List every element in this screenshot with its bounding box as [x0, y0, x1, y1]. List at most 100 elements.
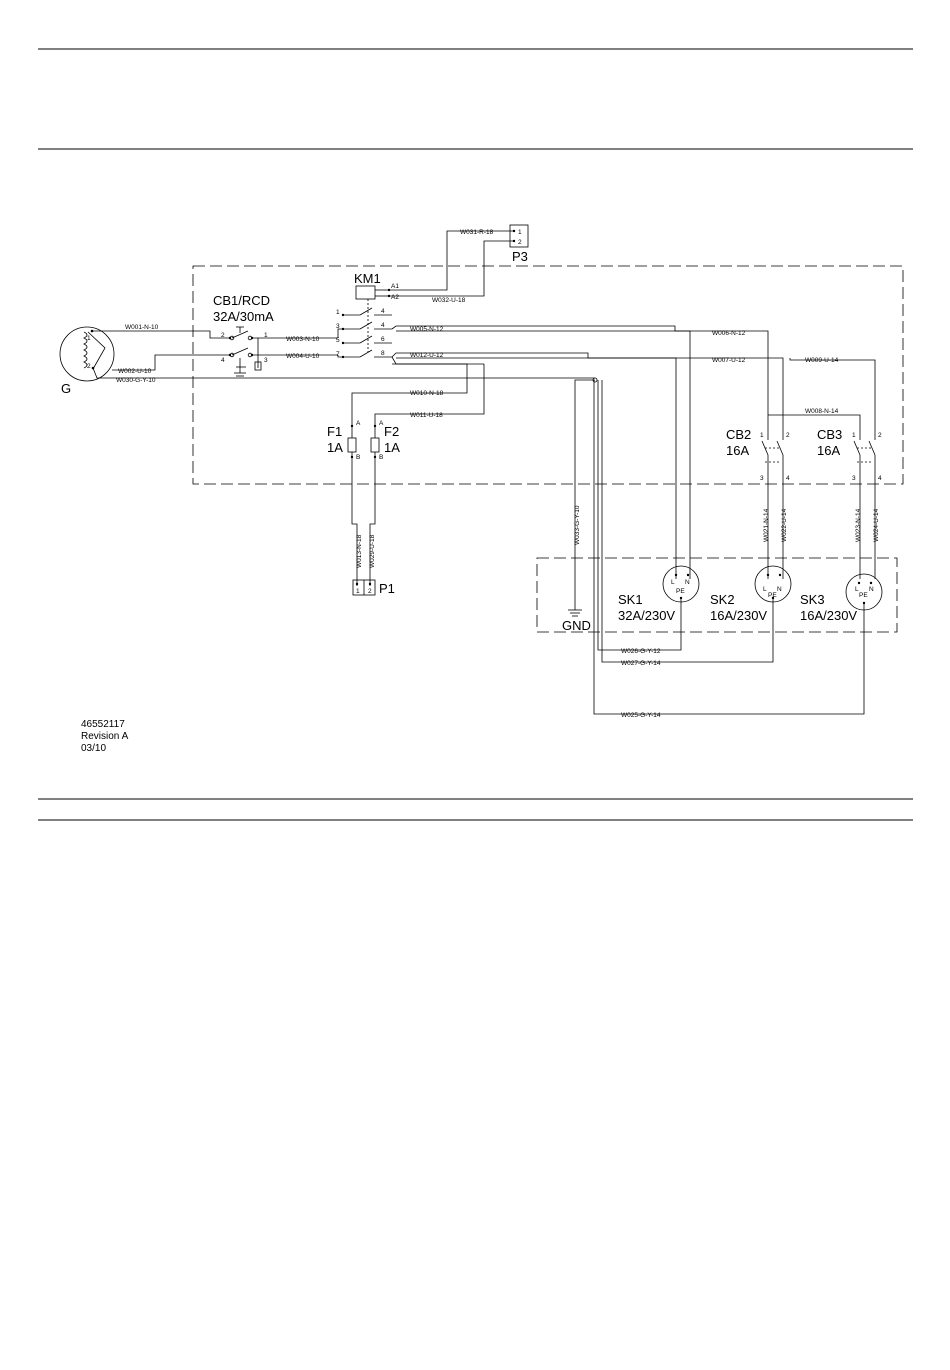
wire-w010	[351, 363, 468, 428]
socket1-rating: 32A/230V	[618, 608, 675, 623]
socket3-rating: 16A/230V	[800, 608, 857, 623]
wire-w031	[389, 230, 514, 291]
svg-text:4: 4	[878, 475, 882, 482]
wire-label-w032: W032-U-18	[432, 297, 466, 304]
fuse1-name: F1	[327, 424, 342, 439]
socket2-pin-pe: PE	[768, 592, 777, 599]
svg-text:2: 2	[786, 432, 790, 439]
wire-label-w027: W027-G-Y-14	[621, 660, 661, 667]
svg-text:1: 1	[760, 432, 764, 439]
wire-w011	[374, 364, 485, 428]
control-box-frame	[192, 265, 904, 485]
wire-label-w024: W024-U-14	[873, 508, 880, 542]
svg-text:1: 1	[852, 432, 856, 439]
fuse1-rating: 1A	[327, 440, 343, 455]
svg-text:4: 4	[381, 322, 385, 329]
wire-label-w013: W013-N-18	[356, 534, 363, 568]
wire-label-w003: W003-N-10	[286, 336, 320, 343]
revision-date: 03/10	[81, 743, 107, 754]
contactor-pin-a2: A2	[391, 294, 399, 301]
svg-text:7: 7	[336, 351, 340, 358]
wire-w030	[92, 367, 595, 379]
wire-label-w012: W012-U-12	[410, 352, 444, 359]
socket1-symbol	[662, 565, 700, 603]
svg-text:2: 2	[87, 363, 91, 370]
wire-w013	[351, 462, 358, 586]
wire-w002	[112, 354, 230, 371]
wire-label-w008: W008-N-14	[805, 408, 839, 415]
wire-w001	[92, 330, 230, 339]
breaker3-name: CB3	[817, 427, 842, 442]
connector-p1: 1 2	[352, 579, 376, 596]
svg-text:4: 4	[221, 357, 225, 364]
document-info: 46552117 Revision A 03/10	[81, 719, 128, 755]
wire-w012	[391, 352, 677, 579]
connector-p3: 1 2	[509, 224, 529, 248]
wire-label-w010: W010-N-18	[410, 390, 444, 397]
svg-text:8: 8	[381, 350, 385, 357]
fuse2-pin-b: B	[379, 454, 383, 461]
svg-text:3: 3	[852, 475, 856, 482]
wire-w027	[601, 380, 774, 663]
svg-text:3: 3	[264, 357, 268, 364]
connector-p3-label: P3	[512, 249, 528, 264]
fuse1-pin-a: A	[356, 420, 361, 427]
socket2-name: SK2	[710, 592, 735, 607]
generator-symbol: 1 2	[59, 326, 115, 382]
wire-w029	[369, 462, 376, 586]
wire-label-w025: W025-G-Y-14	[621, 712, 661, 719]
breaker2-rating: 16A	[726, 443, 749, 458]
contactor-pin-a1: A1	[391, 283, 399, 290]
svg-text:3: 3	[760, 475, 764, 482]
socket2-pin-n: N	[777, 586, 782, 593]
wire-label-w009: W009-U-14	[805, 357, 839, 364]
fuse1-pin-b: B	[356, 454, 360, 461]
socket3-pin-n: N	[869, 586, 874, 593]
fuse1-symbol	[347, 424, 357, 462]
wire-w025	[593, 380, 865, 715]
wire-w032	[389, 240, 514, 297]
km1-input-link-2	[337, 355, 343, 358]
socket3-pin-l: L	[855, 586, 859, 593]
svg-text:1: 1	[336, 309, 340, 316]
socket1-pin-n: N	[685, 579, 690, 586]
wire-w026	[597, 380, 682, 651]
socket1-pin-pe: PE	[676, 588, 685, 595]
km1-8-link	[391, 356, 484, 365]
wire-label-w033: W033-G-Y-10	[574, 505, 581, 545]
breaker2-symbol: 1 2 3 4	[760, 428, 790, 506]
svg-text:4: 4	[381, 308, 385, 315]
generator-label: G	[61, 381, 71, 396]
svg-text:6: 6	[381, 336, 385, 343]
svg-text:1: 1	[356, 588, 360, 595]
wire-label-w005: W005-N-12	[410, 326, 444, 333]
wire-w009	[789, 358, 876, 428]
breaker3-symbol: 1 2 3 4	[852, 428, 882, 506]
svg-text:2: 2	[518, 239, 522, 246]
fuse2-pin-a: A	[379, 420, 384, 427]
socket2-pin-l: L	[763, 586, 767, 593]
svg-text:1: 1	[518, 229, 522, 236]
wire-label-w001: W001-N-10	[125, 324, 159, 331]
breaker-main-name: CB1/RCD	[213, 293, 270, 308]
ground-label: GND	[562, 618, 591, 633]
wire-label-w007: W007-U-12	[712, 357, 746, 364]
wire-label-w030: W030-G-Y-10	[116, 377, 156, 384]
svg-text:5: 5	[336, 337, 340, 344]
svg-text:1: 1	[264, 332, 268, 339]
connector-p1-label: P1	[379, 581, 395, 596]
km1-input-link	[337, 328, 343, 338]
breaker-main-symbol: 2 4 1 3	[221, 326, 268, 377]
ground-symbol	[568, 609, 582, 617]
fuse2-name: F2	[384, 424, 399, 439]
revision: Revision A	[81, 731, 129, 742]
part-number: 46552117	[81, 719, 125, 730]
breaker-main-rating: 32A/30mA	[213, 309, 274, 324]
contactor-symbol: 1 4 3 4 5 6 7 8	[336, 285, 392, 359]
fuse2-rating: 1A	[384, 440, 400, 455]
socket2-rating: 16A/230V	[710, 608, 767, 623]
svg-text:2: 2	[878, 432, 882, 439]
wire-label-w031: W031-R-18	[460, 229, 494, 236]
wire-label-w021: W021-N-14	[763, 508, 770, 542]
wire-label-w022: W022-U-14	[781, 508, 788, 542]
